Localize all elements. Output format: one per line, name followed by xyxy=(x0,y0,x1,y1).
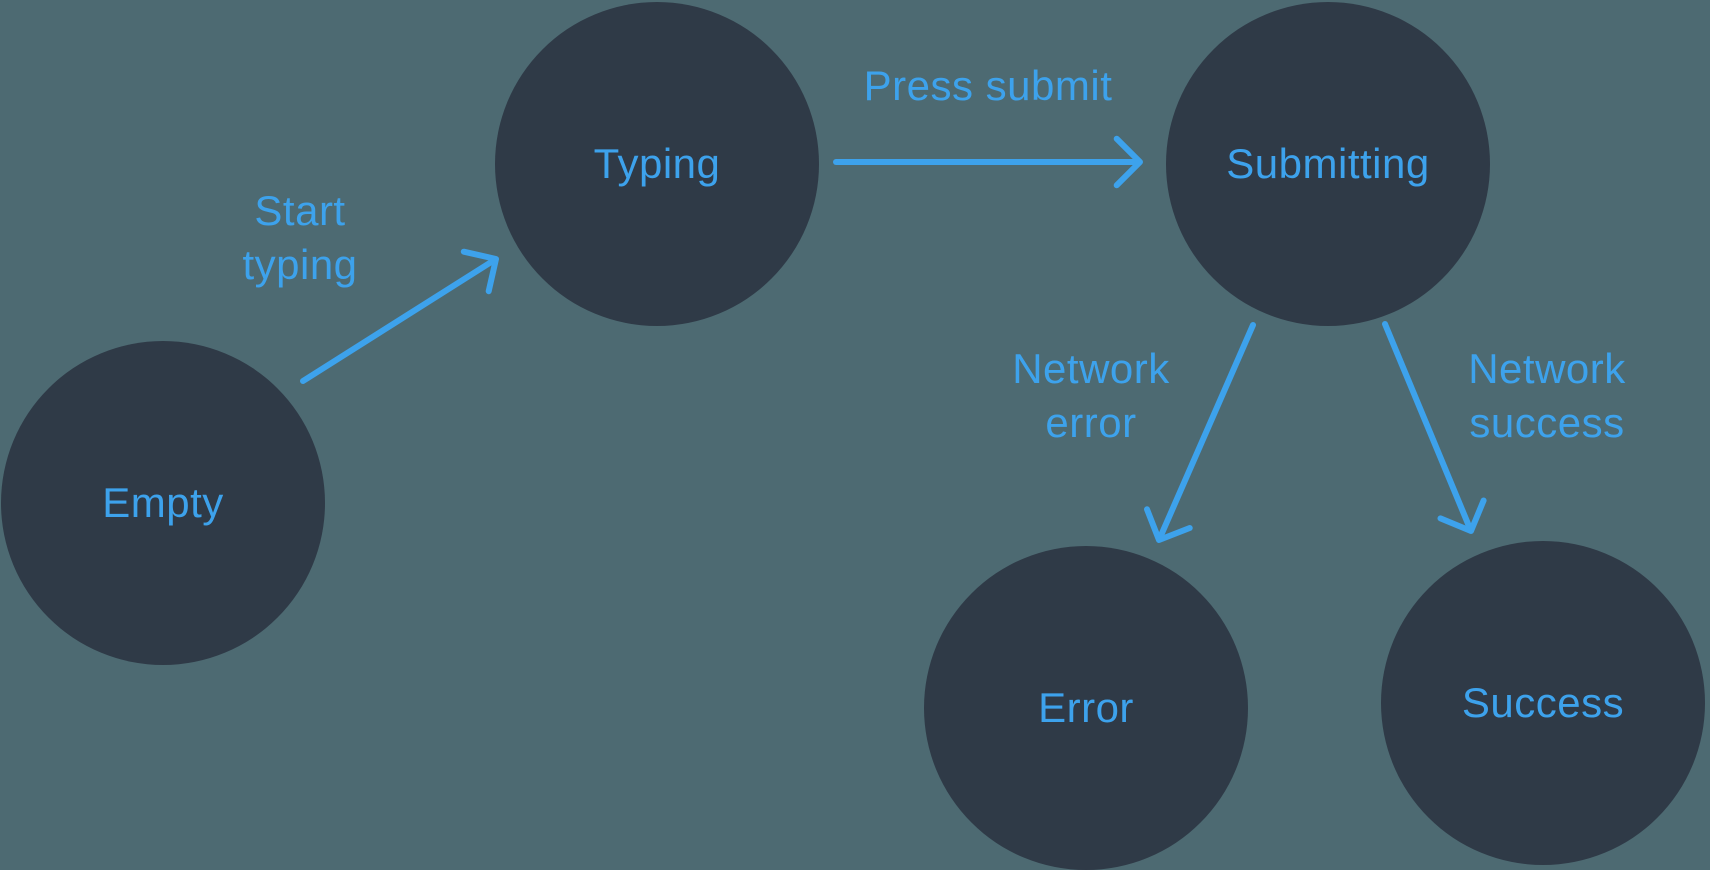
arrow-shaft xyxy=(300,258,496,384)
state-node-label-empty: Empty xyxy=(102,479,224,526)
state-node-label-submitting: Submitting xyxy=(1226,140,1430,187)
state-node-label-typing: Typing xyxy=(593,140,721,187)
state-node-empty: Empty xyxy=(1,341,325,665)
transition-label-network-error: Network error xyxy=(1012,342,1170,450)
transition-label-line: typing xyxy=(242,241,358,288)
state-node-success: Success xyxy=(1381,541,1705,865)
transition-label-line: Press submit xyxy=(863,62,1113,109)
state-node-label-success: Success xyxy=(1461,679,1625,726)
state-node-label-error: Error xyxy=(1038,684,1134,731)
state-node-error: Error xyxy=(924,546,1248,870)
transition-label-line: success xyxy=(1469,399,1625,446)
transition-label-line: error xyxy=(1045,399,1137,446)
transition-arrow-network-error xyxy=(1144,322,1256,543)
state-node-typing: Typing xyxy=(495,2,819,326)
transition-label-press-submit: Press submit xyxy=(864,59,1113,113)
arrow-shaft xyxy=(1382,321,1473,531)
transition-label-line: Network xyxy=(1012,345,1170,392)
arrowhead-chevron-icon xyxy=(1437,497,1487,534)
transition-arrow-press-submit xyxy=(833,135,1143,189)
transition-label-start-typing: Start typing xyxy=(242,184,357,292)
arrowhead-chevron-icon xyxy=(1113,135,1143,189)
arrow-shaft xyxy=(1157,322,1256,540)
state-node-submitting: Submitting xyxy=(1166,2,1490,326)
transition-arrow-network-success xyxy=(1382,321,1487,534)
arrowhead-chevron-icon xyxy=(460,248,499,295)
arrowhead-chevron-icon xyxy=(1144,506,1193,543)
transition-label-line: Network xyxy=(1468,345,1626,392)
transition-label-line: Start xyxy=(254,187,346,234)
transition-arrow-start-typing xyxy=(300,248,499,384)
transition-label-network-success: Network success xyxy=(1468,342,1626,450)
